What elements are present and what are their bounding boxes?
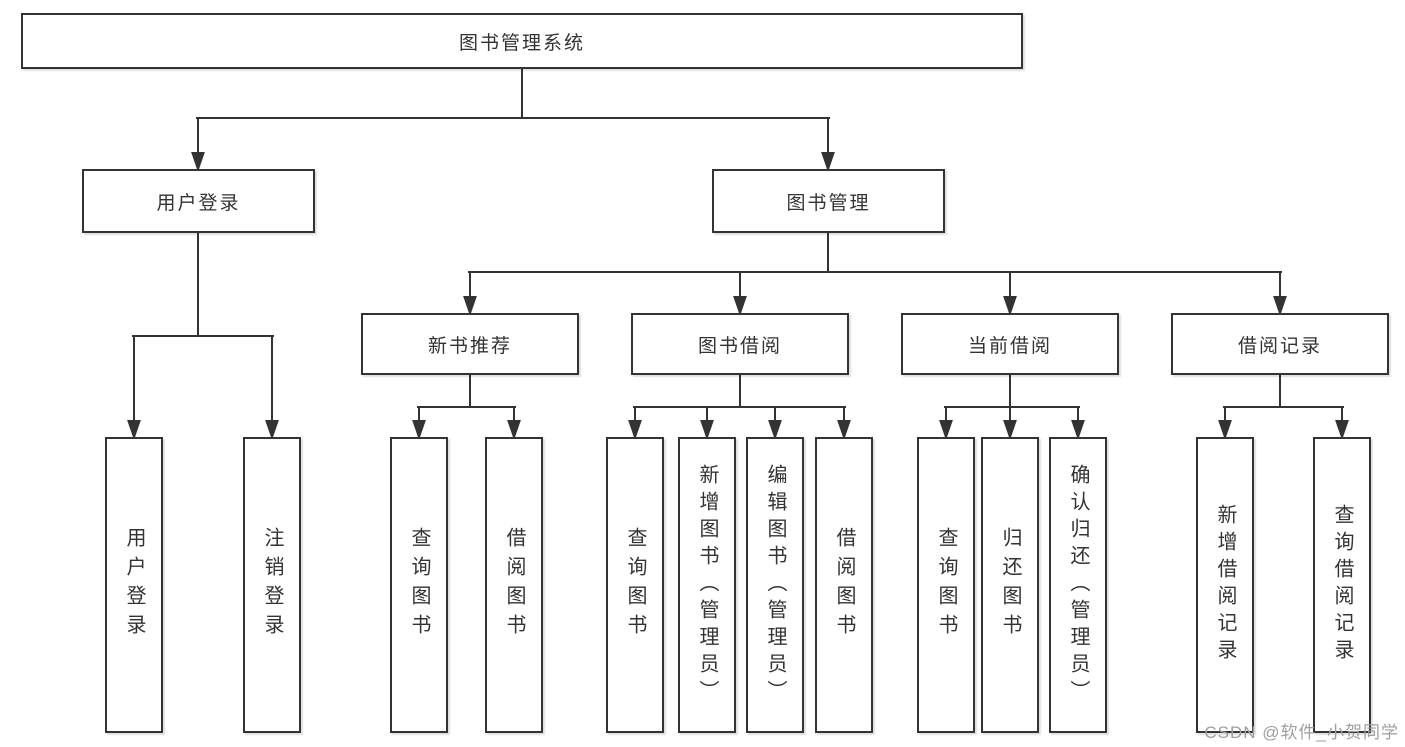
connector-current-borrow-children [939, 374, 1085, 441]
leaf-label: 查询图书 [935, 527, 957, 643]
connector-user-login-children [127, 232, 279, 441]
leaf-query-books-current: 查询图书 [917, 437, 975, 733]
leaf-label: 查询图书 [624, 527, 646, 643]
leaf-add-borrow-record: 新增借阅记录 [1196, 437, 1254, 733]
leaf-query-borrow-record: 查询借阅记录 [1313, 437, 1371, 733]
node-new-book-recommendation: 新书推荐 [361, 313, 579, 375]
leaf-label: 借阅图书 [503, 527, 525, 643]
leaf-label: 归还图书 [999, 527, 1021, 643]
connector-book-borrow-children [628, 374, 851, 441]
leaf-add-book-admin: 新增图书（管理员） [678, 437, 736, 733]
leaf-borrow-books-recommend: 借阅图书 [485, 437, 543, 733]
leaf-label: 新增借阅记录 [1214, 504, 1236, 666]
leaf-label: 注销登录 [261, 527, 283, 643]
connector-new-book-children [412, 374, 521, 441]
leaf-label: 借阅图书 [833, 527, 855, 643]
leaf-confirm-return-admin: 确认归还（管理员） [1049, 437, 1107, 733]
node-borrowing-records: 借阅记录 [1171, 313, 1389, 375]
leaf-edit-book-admin: 编辑图书（管理员） [746, 437, 804, 733]
csdn-watermark: CSDN @软件_小贺同学 [1204, 723, 1399, 742]
leaf-label: 新增图书（管理员） [696, 463, 718, 707]
connector-borrow-record-children [1218, 374, 1349, 441]
leaf-user-login: 用户登录 [105, 437, 163, 733]
node-library-management-system: 图书管理系统 [21, 13, 1023, 69]
node-user-login: 用户登录 [82, 169, 315, 233]
leaf-label: 确认归还（管理员） [1067, 463, 1089, 707]
leaf-label: 查询借阅记录 [1331, 504, 1353, 666]
node-current-borrowing: 当前借阅 [901, 313, 1119, 375]
leaf-query-books-borrowing: 查询图书 [606, 437, 664, 733]
leaf-label: 编辑图书（管理员） [764, 463, 786, 707]
leaf-logout: 注销登录 [243, 437, 301, 733]
node-book-management: 图书管理 [712, 169, 945, 233]
connector-root-to-level2 [191, 68, 835, 173]
node-book-borrowing: 图书借阅 [631, 313, 849, 375]
leaf-label: 查询图书 [408, 527, 430, 643]
leaf-label: 用户登录 [123, 527, 145, 643]
connector-book-management-children [463, 232, 1287, 317]
leaf-query-books-recommend: 查询图书 [390, 437, 448, 733]
leaf-borrow-books-borrowing: 借阅图书 [815, 437, 873, 733]
leaf-return-book: 归还图书 [981, 437, 1039, 733]
